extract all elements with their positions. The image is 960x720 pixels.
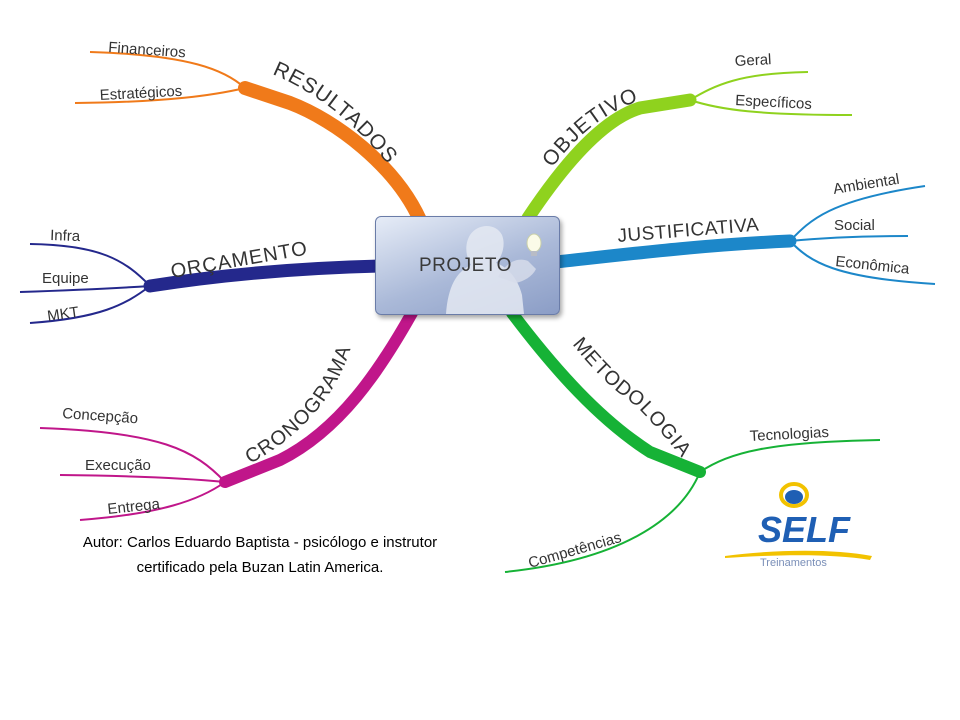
leaf-economica: Econômica [835,253,911,278]
leaf-ambiental: Ambiental [832,171,901,198]
leaf-concepcao: Concepção [62,405,139,427]
leaf-line-competencias [504,471,701,573]
leaf-entrega: Entrega [107,496,162,518]
author-credit-line-1: Autor: Carlos Eduardo Baptista - psicólo… [82,534,438,551]
leaf-social: Social [834,217,875,234]
central-node-label: PROJETO [419,255,512,276]
branch-cronograma-line [219,307,418,488]
leaf-geral: Geral [734,51,772,70]
self-swirl-icon [779,482,809,508]
branch-label-objetivo: OBJETIVO [538,84,640,171]
central-node: PROJETO [375,216,560,315]
leaf-mkt: MKT [46,304,80,325]
branch-justificativa-line [549,234,797,269]
lightbulb-icon [526,233,542,253]
branch-objetivo [521,71,853,225]
leaf-line-estrategicos [74,87,246,104]
branch-metodologia-line [506,307,706,478]
leaf-line-geral [689,71,809,101]
leaf-equipe: Equipe [42,270,89,287]
leaf-line-ambiental [789,185,926,242]
leaf-line-financeiros [89,51,246,89]
author-credit-line-2: certificado pela Buzan Latin America. [136,559,384,576]
leaf-line-economica [789,240,936,285]
branch-cronograma [39,307,418,521]
leaf-infra: Infra [50,227,81,245]
branch-orcamento-line [143,259,387,293]
branch-label-resultados: RESULTADOS [270,57,401,168]
branch-resultados [74,51,427,227]
branch-orcamento [19,243,387,324]
leaf-execucao: Execução [85,457,151,474]
logo-tagline: Treinamentos [760,557,827,569]
branch-metodologia [504,307,881,573]
logo-wordmark: SELF [758,509,851,550]
branch-resultados-line [238,81,427,227]
leaf-especificos: Específicos [735,92,812,113]
leaf-line-social [789,235,909,242]
leaf-line-entrega [79,481,226,521]
leaf-estrategicos: Estratégicos [99,83,182,104]
leaf-line-equipe [19,285,151,293]
author-credit: Autor: Carlos Eduardo Baptista - psicólo… [40,530,480,580]
leaf-line-mkt [29,285,151,324]
svg-text:RESULTADOS: RESULTADOS [270,57,402,168]
leaf-line-especificos [689,99,853,116]
leaf-line-infra [29,243,151,287]
leaf-financeiros: Financeiros [108,39,187,61]
branch-objetivo-line [521,93,697,225]
leaf-line-tecnologias [699,439,881,473]
leaf-tecnologias: Tecnologias [749,424,829,445]
leaf-line-execucao [59,474,226,483]
svg-text:OBJETIVO: OBJETIVO [538,84,641,171]
leaf-competencias: Competências [526,529,623,572]
self-treinamentos-logo: SELF Treinamentos [725,482,872,569]
thinker-statue-illustration [446,226,542,314]
leaf-line-concepcao [39,427,226,483]
branch-justificativa [549,185,936,285]
